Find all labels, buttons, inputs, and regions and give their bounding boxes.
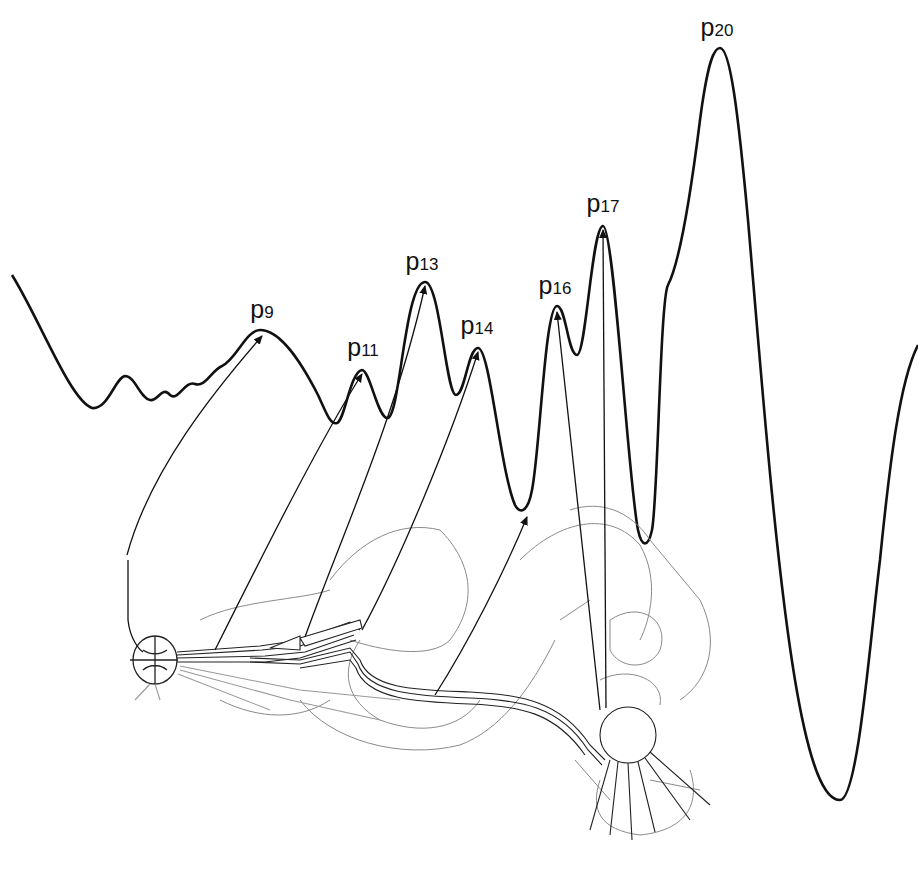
generator-arrows (127, 230, 606, 710)
peak-label: p9 (250, 297, 273, 322)
waveform (12, 48, 918, 800)
peak-label: p20 (701, 15, 734, 40)
peak-label: p14 (461, 313, 494, 338)
peak-label: p11 (347, 335, 379, 360)
peak-label: p17 (587, 191, 620, 216)
peak-label: p16 (539, 273, 572, 298)
spinal-cord (130, 636, 178, 684)
anatomy-outline (200, 506, 710, 835)
nerve-plexus (135, 620, 710, 840)
peak-label: p13 (406, 249, 439, 274)
